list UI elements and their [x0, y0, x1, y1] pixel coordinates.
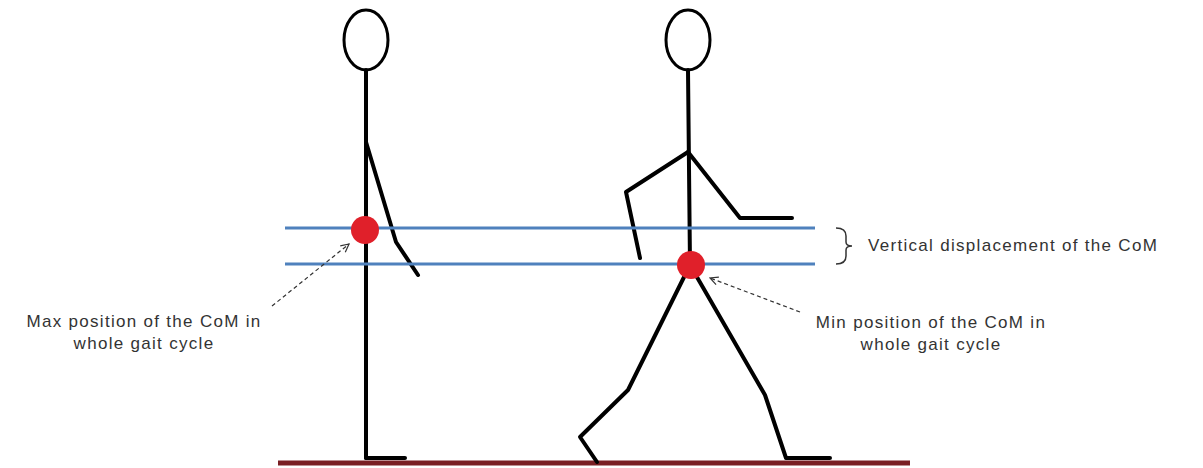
ground-line — [278, 461, 910, 466]
figure-front-leg — [690, 265, 830, 458]
brace-bracket — [836, 228, 852, 264]
figure-back-arm — [626, 152, 688, 258]
com-dot — [677, 251, 705, 279]
figure-body — [688, 70, 690, 265]
standing-figure — [344, 10, 418, 458]
leader-arrow — [710, 278, 800, 312]
dimension-label: Vertical displacement of the CoM — [868, 235, 1198, 257]
figure-back-leg — [580, 265, 690, 462]
com-dot — [351, 216, 379, 244]
walking-figure — [580, 10, 830, 462]
figure-head — [344, 10, 388, 70]
min-com-line — [285, 263, 815, 266]
figure-front-arm — [688, 152, 792, 218]
figure-arm — [366, 142, 418, 275]
figure-head — [666, 10, 710, 70]
leader-arrow — [272, 244, 349, 306]
figure-foot — [366, 456, 405, 460]
callout-label: Min position of the CoM in whole gait cy… — [795, 312, 1067, 356]
callout-label: Max position of the CoM in whole gait cy… — [8, 311, 280, 355]
